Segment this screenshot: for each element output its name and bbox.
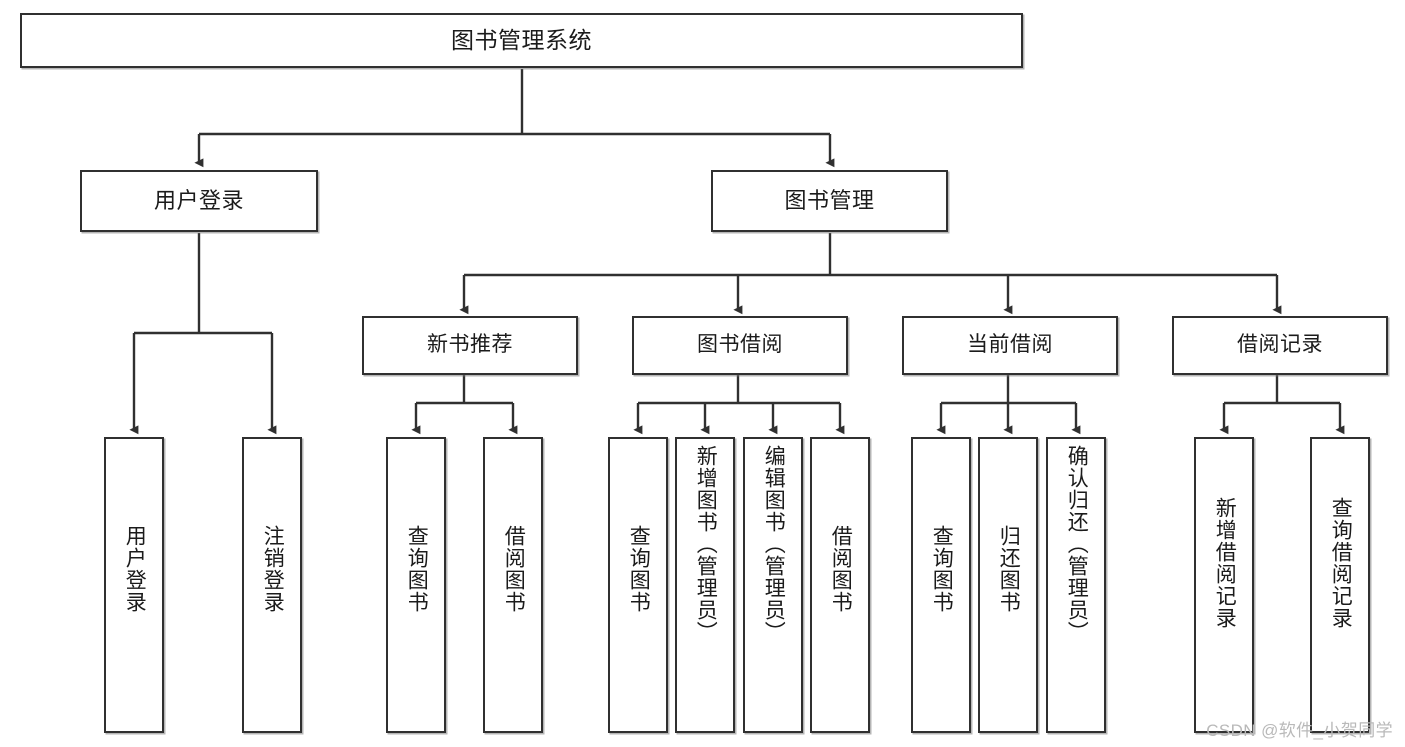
node-label: 查询图书 <box>627 525 651 613</box>
node-new-book-recommend[interactable]: 新书推荐 <box>362 316 578 375</box>
leaf-query-borrow-record[interactable]: 查询借阅记录 <box>1310 437 1370 733</box>
node-label: 用户登录 <box>123 525 147 613</box>
node-label: 新增图书（管理员） <box>694 445 718 643</box>
node-label: 借阅图书 <box>502 525 526 613</box>
node-label: 借阅记录 <box>1237 333 1323 357</box>
node-book-borrow[interactable]: 图书借阅 <box>632 316 848 375</box>
node-label: 新增借阅记录 <box>1213 497 1237 629</box>
node-label: 借阅图书 <box>829 525 853 613</box>
node-root-system[interactable]: 图书管理系统 <box>20 13 1023 68</box>
leaf-query-book-1[interactable]: 查询图书 <box>386 437 446 733</box>
leaf-borrow-book-2[interactable]: 借阅图书 <box>810 437 870 733</box>
node-label: 图书管理系统 <box>451 26 592 53</box>
leaf-add-book-admin[interactable]: 新增图书（管理员） <box>675 437 735 733</box>
node-label: 归还图书 <box>997 525 1021 613</box>
leaf-return-book[interactable]: 归还图书 <box>978 437 1038 733</box>
leaf-edit-book-admin[interactable]: 编辑图书（管理员） <box>743 437 803 733</box>
node-label: 确认归还（管理员） <box>1065 445 1089 643</box>
node-label: 图书借阅 <box>697 333 783 357</box>
leaf-logout-login[interactable]: 注销登录 <box>242 437 302 733</box>
node-book-manage[interactable]: 图书管理 <box>711 170 948 232</box>
node-label: 用户登录 <box>153 188 244 214</box>
watermark-text: CSDN @软件_小贺同学 <box>1206 721 1393 740</box>
leaf-query-book-3[interactable]: 查询图书 <box>911 437 971 733</box>
node-label: 注销登录 <box>261 525 285 613</box>
node-label: 查询借阅记录 <box>1329 497 1353 629</box>
node-label: 编辑图书（管理员） <box>762 445 786 643</box>
node-label: 当前借阅 <box>967 333 1053 357</box>
node-current-borrow[interactable]: 当前借阅 <box>902 316 1118 375</box>
leaf-query-book-2[interactable]: 查询图书 <box>608 437 668 733</box>
node-label: 新书推荐 <box>427 333 513 357</box>
leaf-confirm-return-admin[interactable]: 确认归还（管理员） <box>1046 437 1106 733</box>
node-label: 查询图书 <box>405 525 429 613</box>
node-label: 查询图书 <box>930 525 954 613</box>
node-user-login[interactable]: 用户登录 <box>80 170 318 232</box>
leaf-borrow-book-1[interactable]: 借阅图书 <box>483 437 543 733</box>
node-label: 图书管理 <box>784 188 875 214</box>
leaf-add-borrow-record[interactable]: 新增借阅记录 <box>1194 437 1254 733</box>
node-borrow-record[interactable]: 借阅记录 <box>1172 316 1388 375</box>
leaf-user-login[interactable]: 用户登录 <box>104 437 164 733</box>
